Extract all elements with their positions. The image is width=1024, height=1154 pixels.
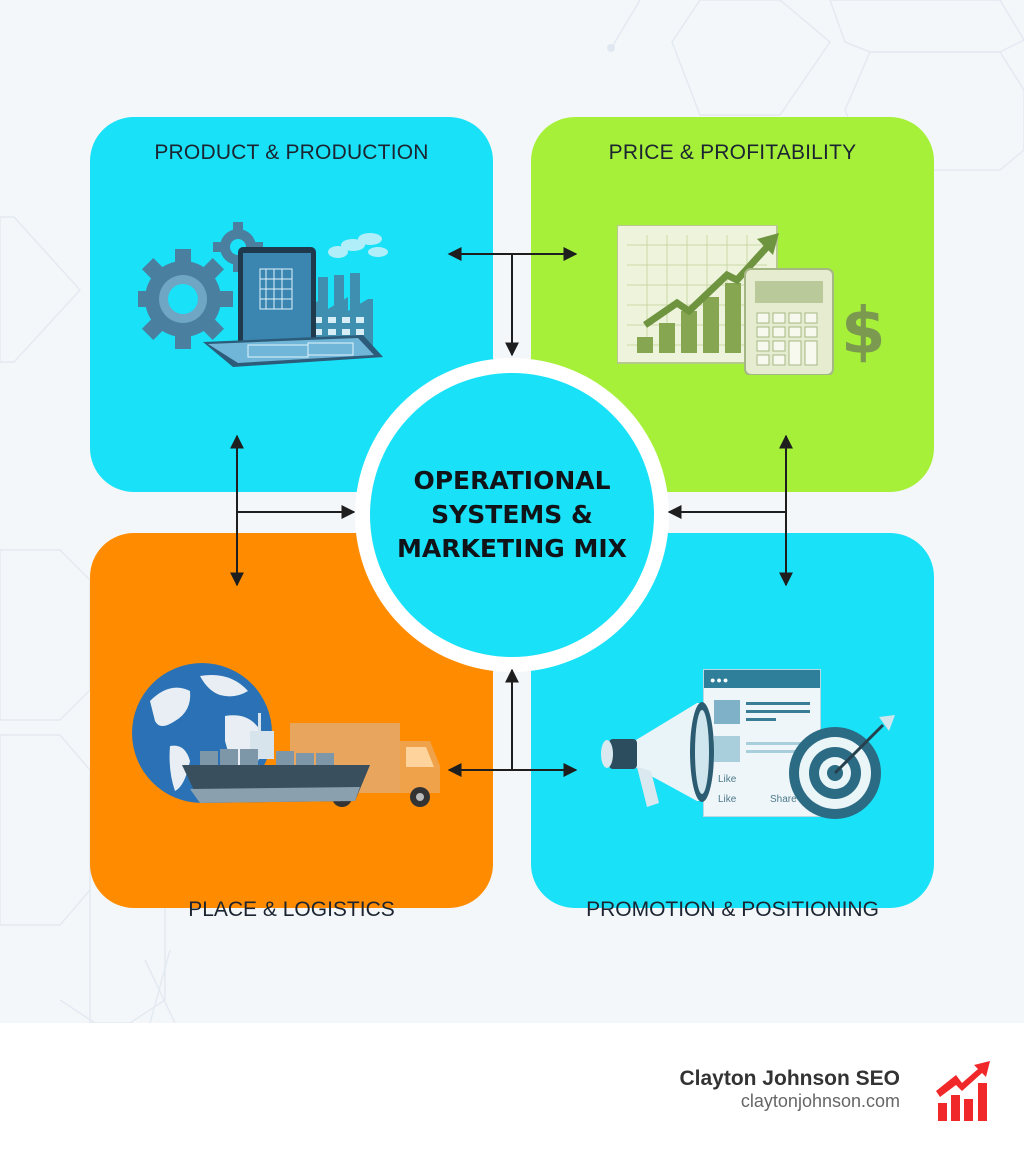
- globe-ship-truck-icon: [132, 663, 440, 807]
- profile-avatar-icon: [714, 700, 740, 724]
- dots-icon: ●●●: [710, 675, 730, 685]
- quadrant-title-product: PRODUCT & PRODUCTION: [154, 141, 429, 164]
- quadrant-title-place: PLACE & LOGISTICS: [188, 898, 395, 921]
- diagram-canvas: PRODUCT & PRODUCTION: [0, 0, 1024, 1023]
- growth-bar-chart-icon: [936, 1061, 990, 1121]
- social-card-header: ●●●: [704, 670, 820, 688]
- quadrant-title-price: PRICE & PROFITABILITY: [608, 141, 857, 164]
- like-label: Like: [718, 794, 737, 805]
- share-label: Share: [770, 794, 797, 805]
- brand-url: claytonjohnson.com: [740, 1091, 900, 1111]
- central-hub: OPERATIONAL SYSTEMS & MARKETING MIX: [370, 373, 654, 657]
- brand-name: Clayton Johnson SEO: [679, 1067, 900, 1090]
- footer-branding: Clayton Johnson SEO claytonjohnson.com: [0, 1023, 1024, 1154]
- hub-title: OPERATIONAL SYSTEMS & MARKETING MIX: [397, 466, 627, 563]
- target-arrow-icon: [789, 715, 895, 819]
- growth-chart-calculator-dollar-icon: $: [617, 225, 886, 375]
- gears-tablet-factory-icon: [138, 222, 388, 367]
- quadrant-title-promotion: PROMOTION & POSITIONING: [586, 898, 879, 921]
- svg-text:$: $: [841, 295, 886, 369]
- megaphone-icon: [601, 702, 714, 807]
- like-label: Like: [718, 774, 737, 785]
